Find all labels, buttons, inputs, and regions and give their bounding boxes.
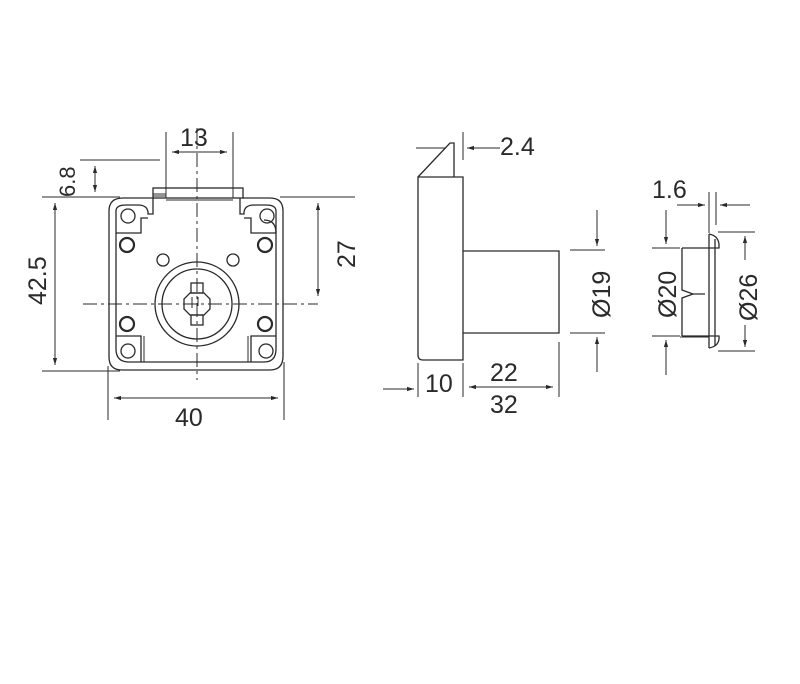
side-body (417, 176, 464, 361)
dim-center-height: 27 (333, 240, 361, 268)
hole (118, 236, 136, 254)
dim-escutcheon-thickness: 1.6 (652, 176, 687, 204)
dim-cylinder-diameter: Ø19 (588, 271, 616, 318)
front-view: 13 6.8 42.5 27 40 (24, 124, 361, 432)
hole (120, 343, 136, 359)
hole (120, 208, 136, 224)
hole (118, 315, 136, 333)
dim-outer-diameter: Ø26 (735, 274, 763, 321)
dim-body-depth: 10 (425, 370, 453, 398)
dim-total-length: 32 (490, 391, 518, 419)
escutcheon-view: 1.6 Ø20 Ø26 (652, 176, 763, 375)
hole (258, 343, 274, 359)
side-cylinder (463, 250, 560, 334)
bolt (152, 187, 244, 201)
side-view: 2.4 Ø19 10 22 32 (383, 132, 616, 419)
hole (256, 315, 274, 333)
dim-bolt-tip: 2.4 (500, 133, 535, 161)
dim-cylinder-length: 22 (490, 359, 518, 387)
dim-bolt-width: 13 (180, 124, 208, 152)
hole (256, 236, 274, 254)
small-hole (156, 253, 170, 267)
hole (259, 208, 275, 224)
small-hole (226, 253, 240, 267)
dim-inner-diameter: Ø20 (654, 271, 682, 318)
dim-overall-width: 40 (175, 404, 203, 432)
dim-overall-height: 42.5 (24, 256, 52, 305)
dim-bolt-projection: 6.8 (55, 166, 80, 197)
lock-body-outline (108, 197, 284, 371)
